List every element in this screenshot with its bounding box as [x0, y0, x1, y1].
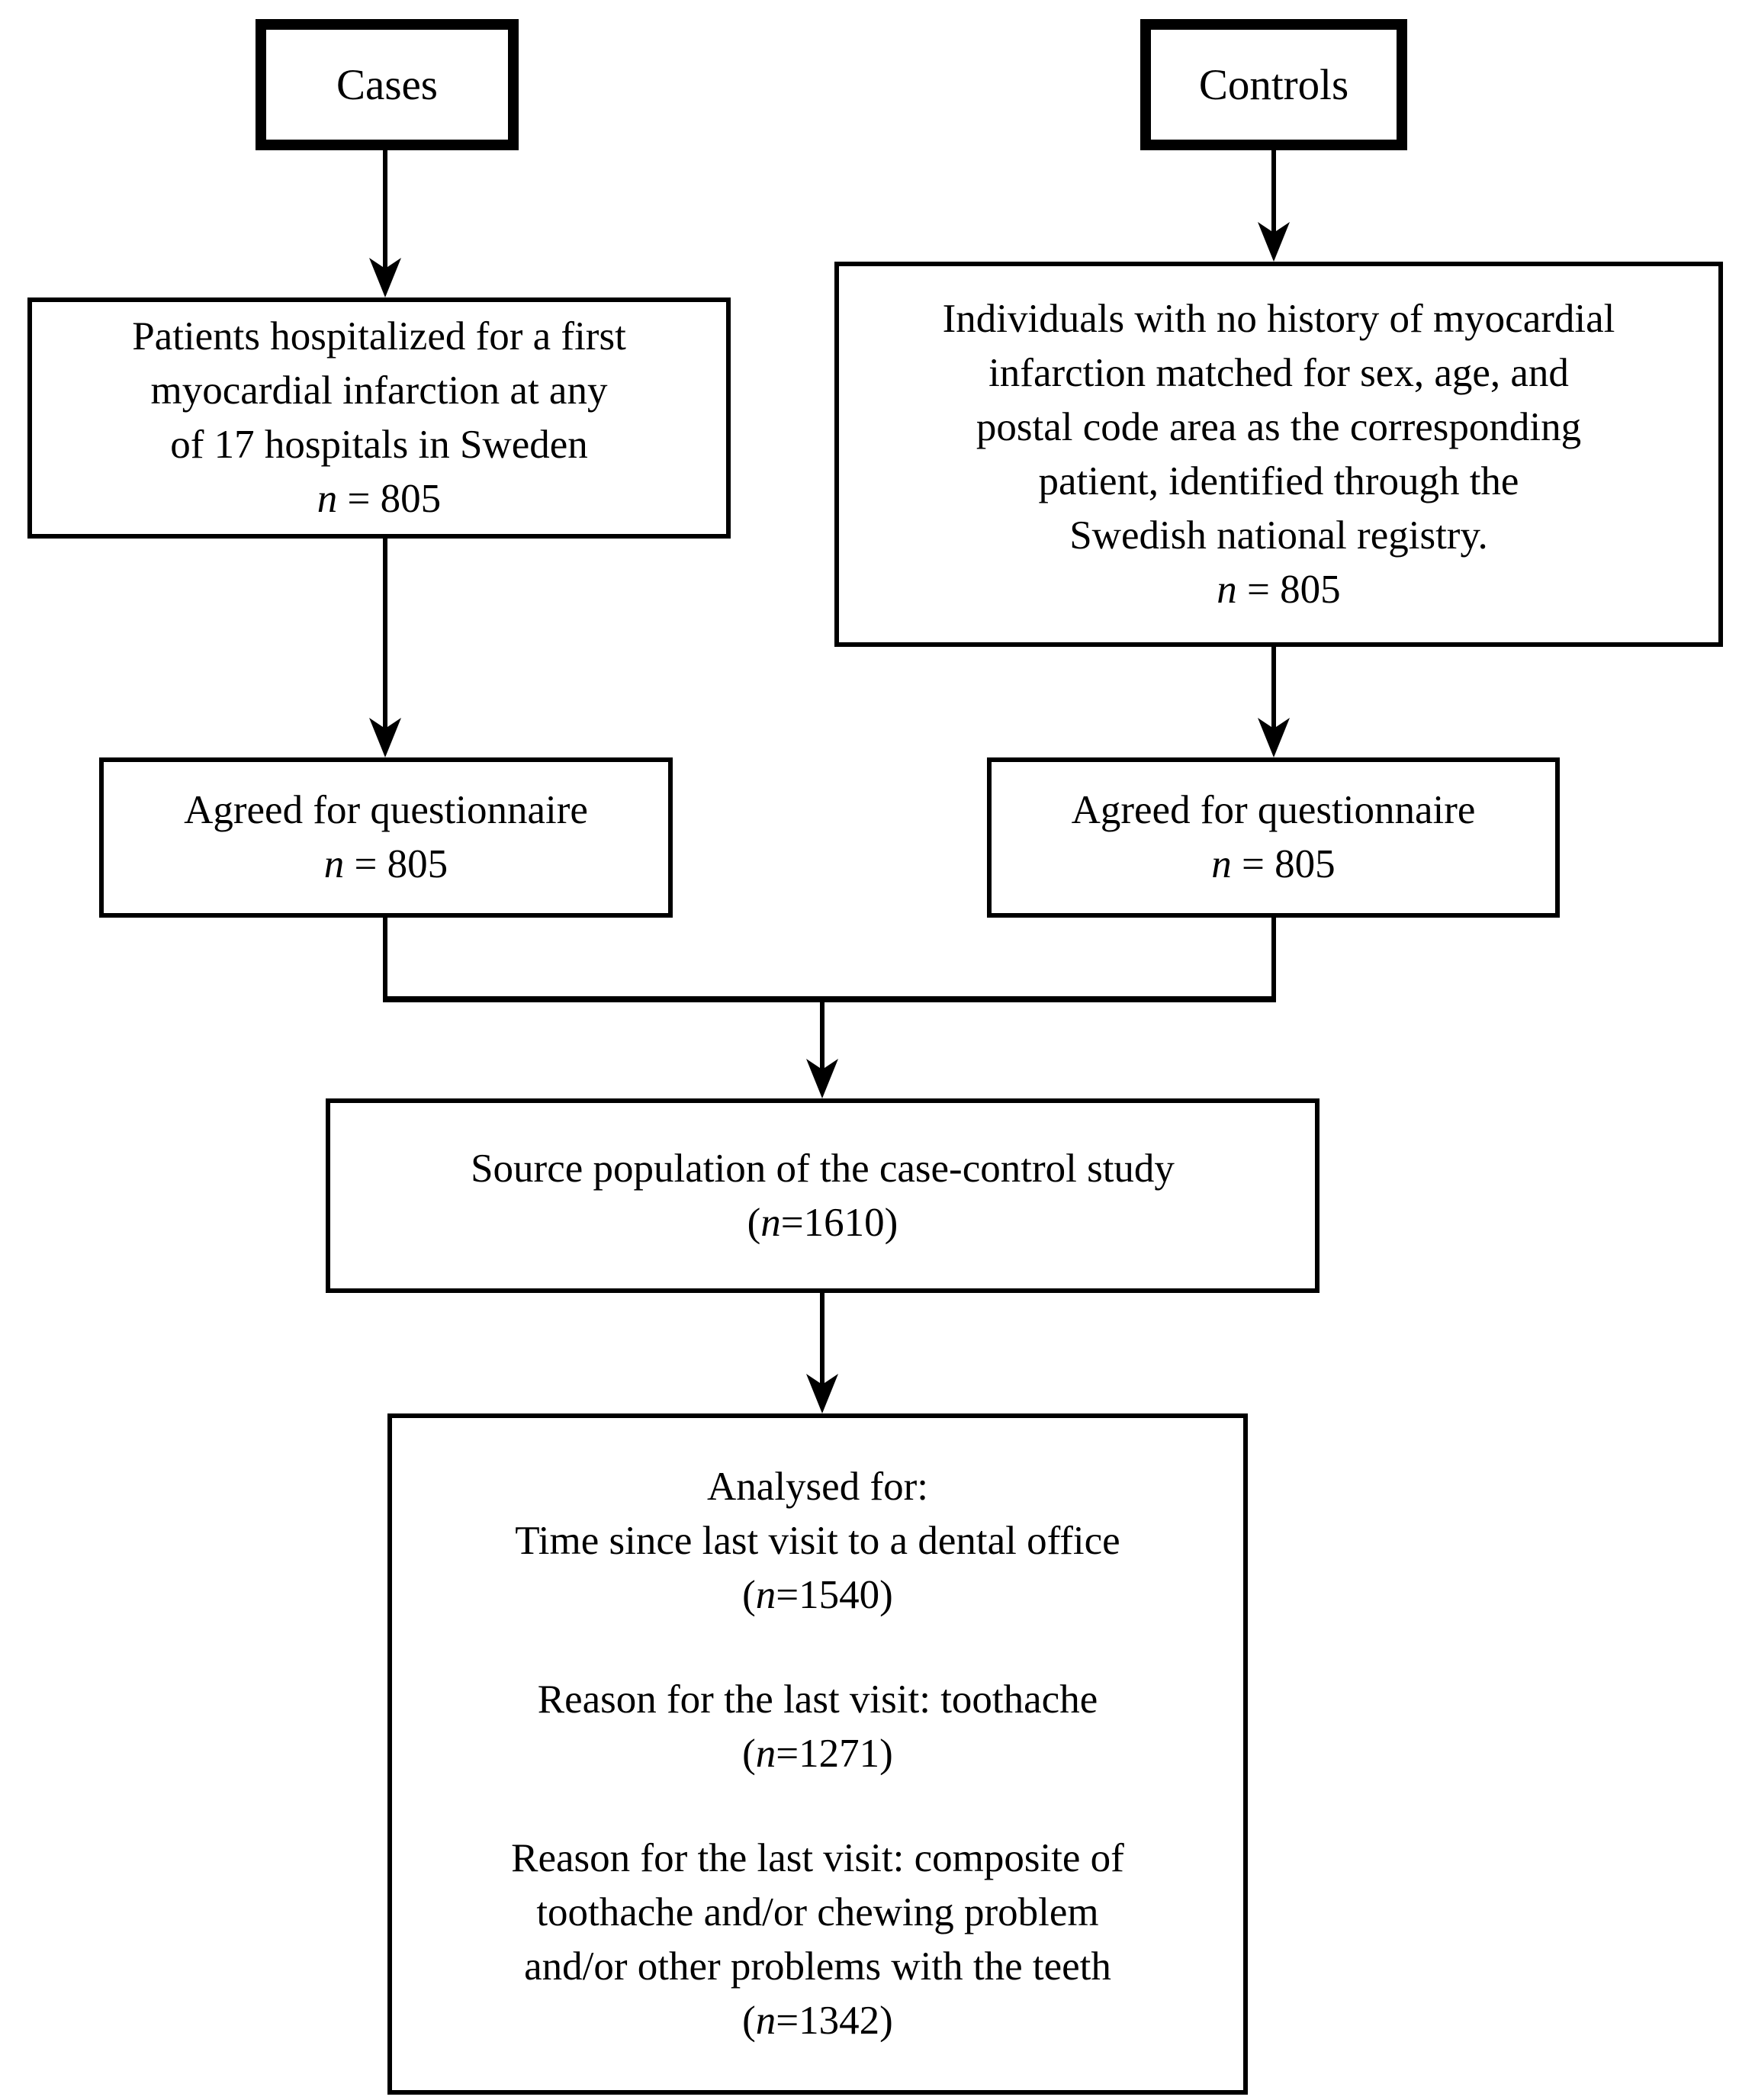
- stat-n: n: [755, 1999, 776, 2043]
- controls-population-box: Individuals with no history of myocardia…: [834, 262, 1723, 647]
- stat-post: = 805: [1236, 567, 1341, 612]
- stat-n: n: [755, 1573, 776, 1617]
- controls-header-box: Controls: [1140, 19, 1407, 150]
- analysed-section-time-since-visit: Analysed for: Time since last visit to a…: [515, 1460, 1120, 1622]
- stat-n: n: [760, 1200, 781, 1245]
- cases-header-box: Cases: [256, 19, 519, 150]
- stat-n: n: [1217, 567, 1237, 612]
- stat-n: n: [1211, 842, 1232, 886]
- analysed-section-text: Analysed for: Time since last visit to a…: [515, 1465, 1120, 1563]
- controls-population-count: n = 805: [1217, 563, 1340, 617]
- analysed-section-composite: Reason for the last visit: composite of …: [511, 1831, 1124, 2048]
- cases-population-text: Patients hospitalized for a first myocar…: [132, 314, 626, 467]
- controls-agreed-text: Agreed for questionnaire: [1071, 788, 1476, 832]
- arrow-merge-to-source-head: [806, 1059, 838, 1098]
- arrow-controls-to-population-head: [1258, 222, 1290, 262]
- stat-n: n: [317, 477, 338, 521]
- source-population-text: Source population of the case-control st…: [471, 1146, 1175, 1191]
- arrow-source-to-analysed-head: [806, 1374, 838, 1413]
- stat-post: =1342): [776, 1999, 893, 2043]
- stat-post: =1271): [776, 1732, 893, 1776]
- stat-post: =1540): [776, 1573, 893, 1617]
- cases-population-count: n = 805: [317, 472, 441, 526]
- stat-post: =1610): [780, 1200, 898, 1245]
- stat-pre: (: [742, 1732, 756, 1776]
- cases-agreed-box: Agreed for questionnaire n = 805: [99, 757, 673, 918]
- stat-post: = 805: [1231, 842, 1336, 886]
- cases-agreed-text: Agreed for questionnaire: [184, 788, 588, 832]
- source-population-box: Source population of the case-control st…: [326, 1098, 1320, 1293]
- analysed-section-count: (n=1540): [515, 1568, 1120, 1622]
- cases-agreed-count: n = 805: [324, 838, 448, 892]
- controls-header-label: Controls: [1198, 60, 1349, 109]
- stat-n: n: [323, 842, 345, 886]
- analysed-section-text: Reason for the last visit: toothache: [537, 1677, 1098, 1722]
- source-population-count: (n=1610): [747, 1196, 898, 1250]
- analysed-section-count: (n=1342): [511, 1994, 1124, 2048]
- controls-population-text: Individuals with no history of myocardia…: [942, 296, 1615, 558]
- stat-pre: (: [742, 1999, 756, 2043]
- arrow-cases-to-population-head: [369, 258, 401, 297]
- cases-population-box: Patients hospitalized for a first myocar…: [27, 297, 731, 539]
- stat-pre: (: [742, 1573, 756, 1617]
- controls-agreed-count: n = 805: [1211, 838, 1335, 892]
- arrow-controls-population-to-agreed-head: [1258, 718, 1290, 757]
- stat-pre: (: [747, 1200, 761, 1245]
- controls-agreed-box: Agreed for questionnaire n = 805: [987, 757, 1560, 918]
- analysed-section-toothache: Reason for the last visit: toothache (n=…: [538, 1673, 1098, 1781]
- cases-header-label: Cases: [336, 60, 438, 109]
- analysed-section-count: (n=1271): [538, 1727, 1098, 1781]
- stat-post: = 805: [344, 842, 448, 886]
- analysed-section-text: Reason for the last visit: composite of …: [511, 1836, 1124, 1989]
- stat-post: = 805: [337, 477, 442, 521]
- arrow-cases-population-to-agreed-head: [369, 718, 401, 757]
- stat-n: n: [755, 1732, 776, 1776]
- analysed-box: Analysed for: Time since last visit to a…: [387, 1413, 1248, 2095]
